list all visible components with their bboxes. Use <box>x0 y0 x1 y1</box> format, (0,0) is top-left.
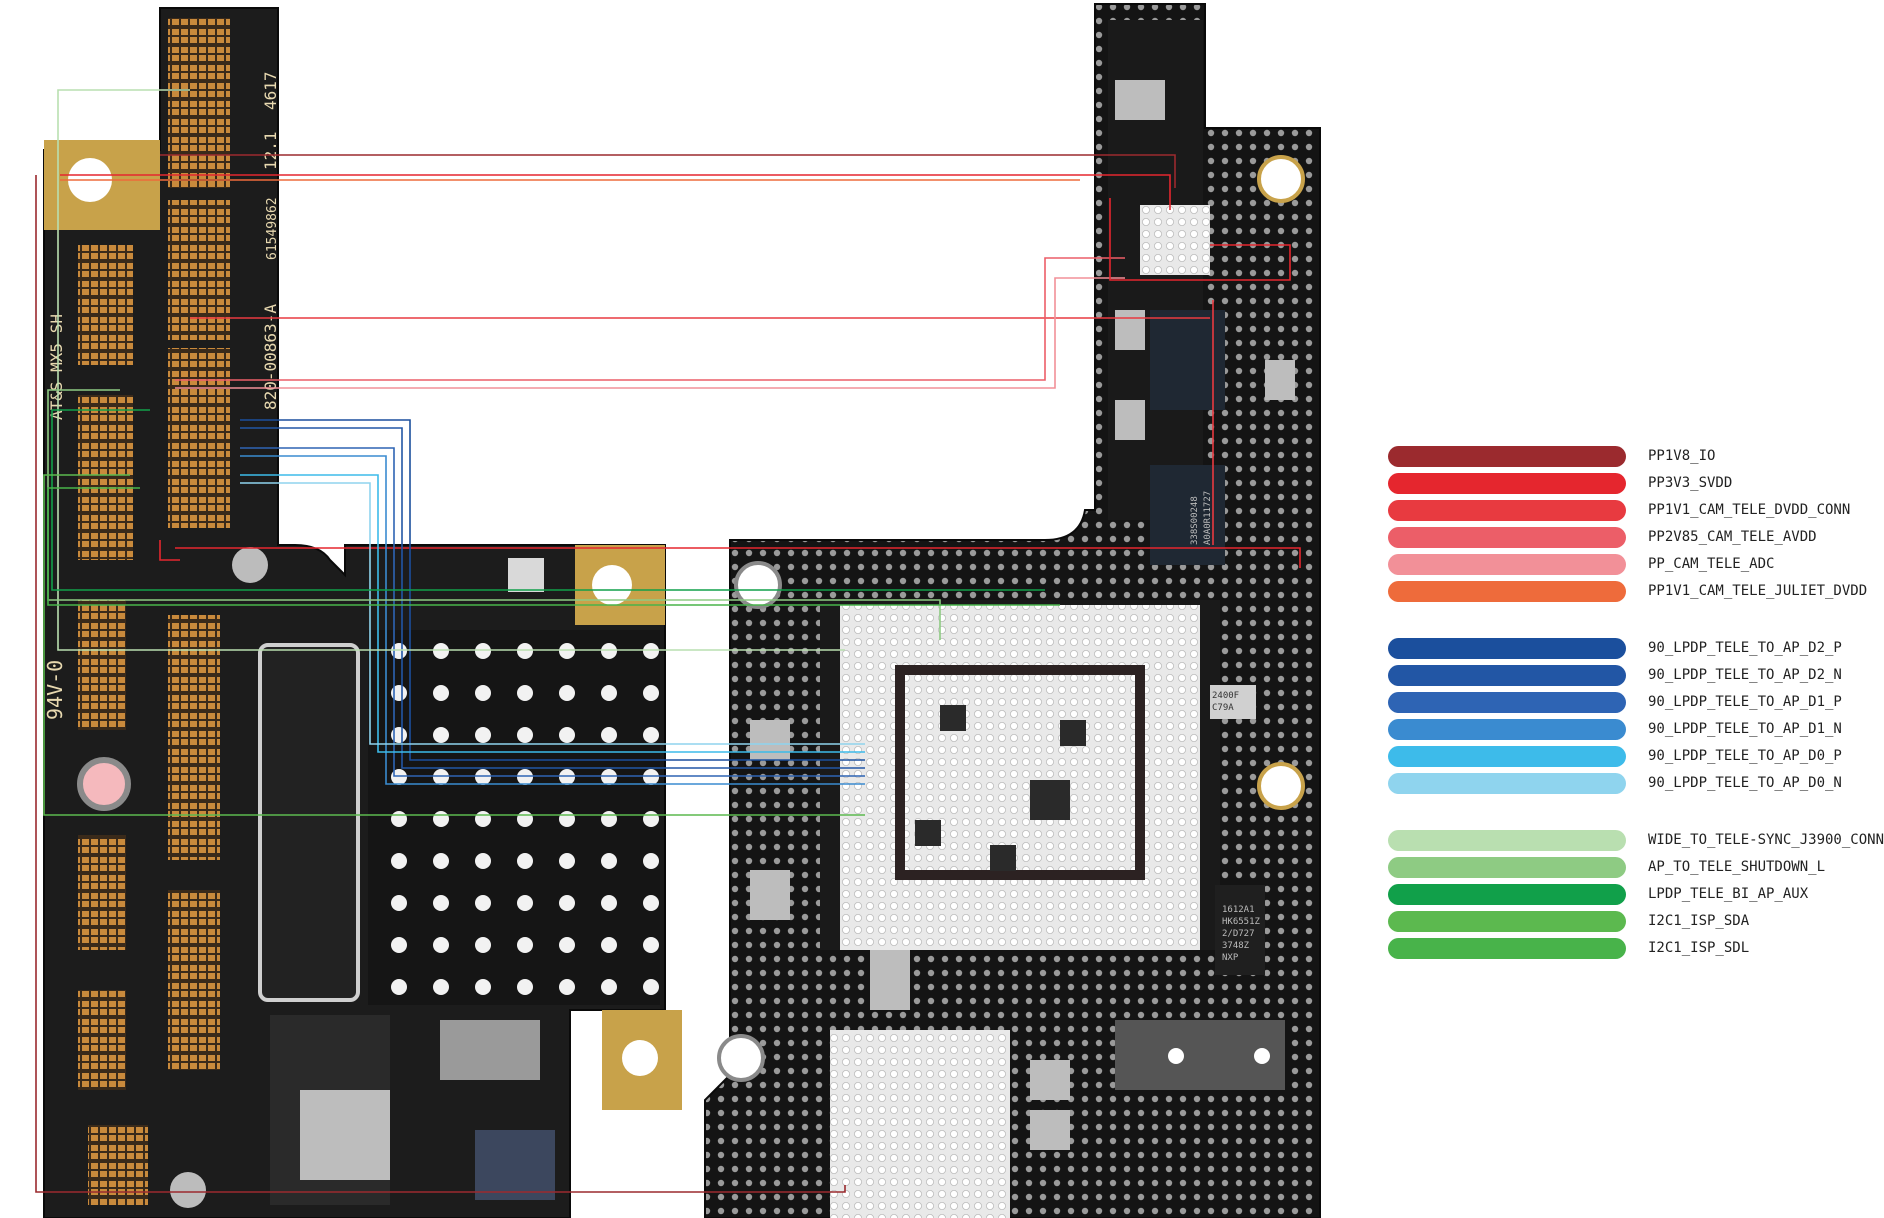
legend-swatch <box>1388 745 1626 767</box>
trace-red-box <box>1109 198 1291 281</box>
trace-lpdp-d2-n <box>240 427 865 769</box>
mark-flammability: 94V-0 <box>43 660 67 720</box>
legend-swatch <box>1388 499 1626 521</box>
legend-swatch <box>1388 445 1626 467</box>
legend-label: PP1V8_IO <box>1648 448 1716 464</box>
legend-swatch <box>1388 553 1626 575</box>
legend-item: WIDE_TO_TELE-SYNC_J3900_CONN <box>1388 828 1884 852</box>
mark-rev: 12.1 <box>261 131 280 170</box>
mark-code: 4617 <box>261 71 280 110</box>
ic2-line5: NXP <box>1222 953 1239 963</box>
legend-item: 90_LPDP_TELE_TO_AP_D1_N <box>1388 717 1842 741</box>
legend-item: 90_LPDP_TELE_TO_AP_D0_N <box>1388 771 1842 795</box>
legend-item: PP2V85_CAM_TELE_AVDD <box>1388 525 1817 549</box>
legend-label: 90_LPDP_TELE_TO_AP_D0_P <box>1648 748 1842 764</box>
legend-swatch <box>1388 937 1626 959</box>
legend-swatch <box>1388 883 1626 905</box>
trace-lpdp-d0-p <box>240 474 865 753</box>
legend-label: 90_LPDP_TELE_TO_AP_D1_P <box>1648 694 1842 710</box>
legend-item: PP1V1_CAM_TELE_JULIET_DVDD <box>1388 579 1867 603</box>
trace-lpdp-d1-n <box>240 455 865 785</box>
legend-swatch <box>1388 772 1626 794</box>
ic1-line1: 338S00248 <box>1190 496 1200 545</box>
legend-label: I2C1_ISP_SDL <box>1648 940 1750 956</box>
legend-item: 90_LPDP_TELE_TO_AP_D2_N <box>1388 663 1842 687</box>
ic2-line1: 1612A1 <box>1222 905 1255 915</box>
legend-swatch <box>1388 580 1626 602</box>
ic2-line2: HK6551Z <box>1222 917 1261 927</box>
legend-swatch <box>1388 829 1626 851</box>
legend-label: PP_CAM_TELE_ADC <box>1648 556 1775 572</box>
legend-item: PP3V3_SVDD <box>1388 471 1732 495</box>
legend-swatch <box>1388 637 1626 659</box>
right-board <box>704 3 1321 1218</box>
legend-item: PP_CAM_TELE_ADC <box>1388 552 1774 576</box>
ic3-line2: C79A <box>1212 703 1234 713</box>
legend-label: AP_TO_TELE_SHUTDOWN_L <box>1648 859 1826 875</box>
legend-swatch <box>1388 718 1626 740</box>
mark-part-number: 820-00863-A <box>261 304 280 410</box>
trace-pp-adc <box>175 277 1125 389</box>
trace-lpdp-d0-n <box>240 482 865 745</box>
ic3-line1: 2400F <box>1212 691 1239 701</box>
legend-item: 90_LPDP_TELE_TO_AP_D0_P <box>1388 744 1842 768</box>
ic-markings: 338S00248 A0A0R11727 1612A1 HK6551Z 2/D7… <box>1190 491 1261 963</box>
legend-item: 90_LPDP_TELE_TO_AP_D1_P <box>1388 690 1842 714</box>
legend-label: 90_LPDP_TELE_TO_AP_D1_N <box>1648 721 1842 737</box>
legend-item: 90_LPDP_TELE_TO_AP_D2_P <box>1388 636 1842 660</box>
ic1-line2: A0A0R11727 <box>1203 491 1213 545</box>
trace-pp2v85-avdd <box>175 257 1125 381</box>
trace-wide-tele-sync <box>57 89 845 651</box>
trace-i2c-scl <box>47 487 1060 606</box>
trace-lpdp-d1-p <box>240 447 865 777</box>
legend-label: LPDP_TELE_BI_AP_AUX <box>1648 886 1809 902</box>
legend-swatch <box>1388 856 1626 878</box>
legend-swatch <box>1388 664 1626 686</box>
legend-swatch <box>1388 526 1626 548</box>
legend-label: PP1V1_CAM_TELE_JULIET_DVDD <box>1648 583 1868 599</box>
legend-item: I2C1_ISP_SDA <box>1388 909 1749 933</box>
mark-serial: 61549862 <box>265 197 280 260</box>
trace-pp1v8-io <box>160 154 1176 188</box>
trace-red-loop <box>35 175 846 1193</box>
trace-i2c-sda <box>43 474 865 816</box>
legend-swatch <box>1388 691 1626 713</box>
legend-item: LPDP_TELE_BI_AP_AUX <box>1388 882 1808 906</box>
legend-item: AP_TO_TELE_SHUTDOWN_L <box>1388 855 1825 879</box>
legend-label: PP2V85_CAM_TELE_AVDD <box>1648 529 1817 545</box>
legend-label: 90_LPDP_TELE_TO_AP_D0_N <box>1648 775 1842 791</box>
legend-item: I2C1_ISP_SDL <box>1388 936 1749 960</box>
mark-vendor: AT&S MX5 SH <box>47 314 66 420</box>
legend-label: I2C1_ISP_SDA <box>1648 913 1750 929</box>
legend-item: PP1V8_IO <box>1388 444 1715 468</box>
trace-pp3v3-svdd <box>60 174 1171 210</box>
ic2-line3: 2/D727 <box>1222 929 1255 939</box>
trace-layer <box>35 89 1301 1193</box>
legend-label: PP3V3_SVDD <box>1648 475 1733 491</box>
legend-label: PP1V1_CAM_TELE_DVDD_CONN <box>1648 502 1851 518</box>
trace-lpdp-aux <box>51 409 1045 591</box>
trace-red-left <box>159 540 180 561</box>
trace-red-short <box>175 547 1301 568</box>
legend-label: 90_LPDP_TELE_TO_AP_D2_P <box>1648 640 1842 656</box>
left-board <box>43 7 682 1218</box>
legend-label: 90_LPDP_TELE_TO_AP_D2_N <box>1648 667 1842 683</box>
legend-item: PP1V1_CAM_TELE_DVDD_CONN <box>1388 498 1850 522</box>
ic2-line4: 3748Z <box>1222 941 1250 951</box>
legend-swatch <box>1388 910 1626 932</box>
legend-swatch <box>1388 472 1626 494</box>
board-markings: 12.1 4617 61549862 820-00863-A AT&S MX5 … <box>43 71 280 720</box>
legend-label: WIDE_TO_TELE-SYNC_J3900_CONN <box>1648 832 1884 848</box>
